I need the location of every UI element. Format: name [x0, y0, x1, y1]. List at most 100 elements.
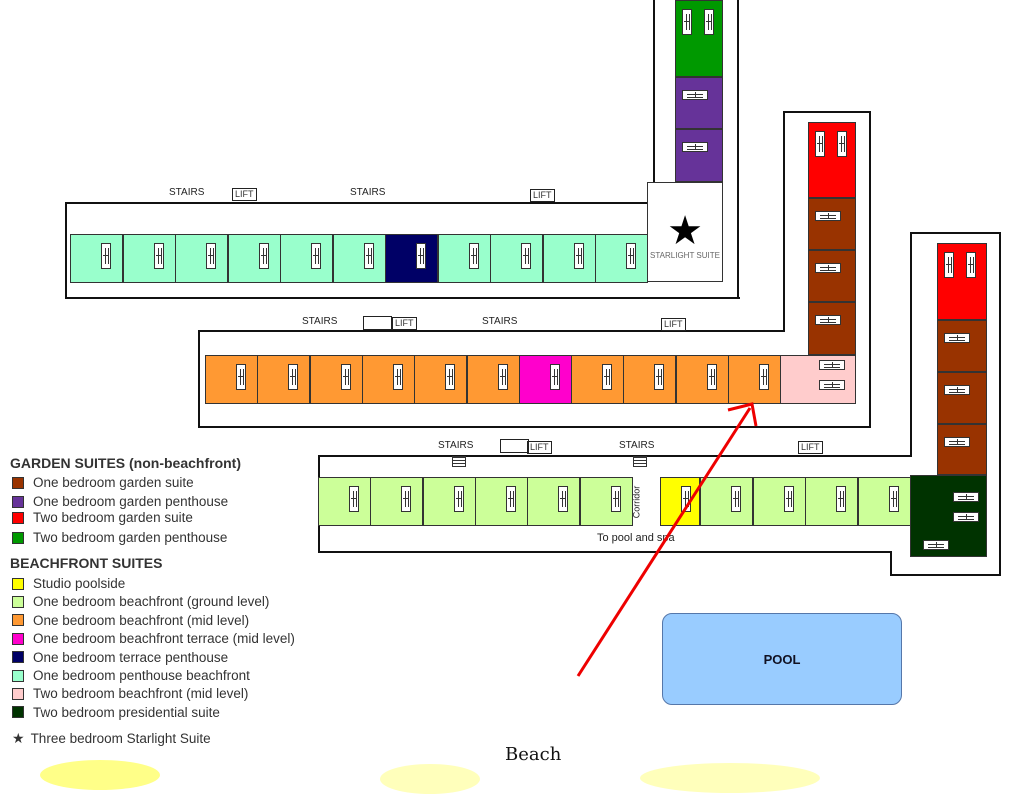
room-beach-2-mid[interactable] — [780, 355, 856, 404]
legend-item-garden-pent-2: Two bedroom garden penthouse — [12, 530, 227, 545]
room-beach-ground[interactable] — [370, 477, 424, 526]
starlight-logo: ★ — [667, 209, 703, 253]
room-beach-ground[interactable] — [422, 477, 476, 526]
room-beach-mid[interactable] — [257, 355, 311, 404]
bed-icon — [682, 9, 692, 35]
wall — [198, 330, 785, 332]
wall — [737, 0, 739, 299]
legend-item-garden-2: Two bedroom garden suite — [12, 510, 193, 525]
room-pent-beach[interactable] — [175, 234, 228, 283]
lift-label: LIFT — [798, 441, 823, 454]
room-pent-beach[interactable] — [122, 234, 176, 283]
room-garden-1[interactable] — [808, 250, 856, 302]
bed-icon — [392, 364, 403, 390]
legend-heading-beachfront: BEACHFRONT SUITES — [10, 555, 163, 571]
room-pent-beach[interactable] — [542, 234, 596, 283]
legend-item-beach-2-mid: Two bedroom beachfront (mid level) — [12, 686, 248, 701]
room-beach-terrace[interactable] — [518, 355, 572, 404]
star-icon: ★ — [12, 730, 25, 746]
room-beach-ground[interactable] — [857, 477, 911, 526]
bed-icon — [783, 486, 794, 512]
bed-icon — [836, 486, 846, 512]
room-beach-mid[interactable] — [571, 355, 625, 404]
legend-label: One bedroom beachfront (mid level) — [33, 612, 250, 628]
legend-label: One bedroom terrace penthouse — [33, 649, 229, 665]
room-beach-ground[interactable] — [579, 477, 633, 526]
room-terrace-pent[interactable] — [385, 234, 438, 283]
room-beach-mid[interactable] — [205, 355, 258, 404]
bed-icon — [610, 486, 621, 512]
bed-icon — [706, 364, 717, 390]
legend-swatch — [12, 632, 24, 645]
starlight-suite[interactable]: ★STARLIGHT SUITE — [647, 182, 723, 282]
bed-icon — [759, 364, 769, 390]
legend-item-beach-ground: One bedroom beachfront (ground level) — [12, 594, 269, 609]
bed-icon — [654, 364, 665, 390]
legend-swatch — [12, 495, 24, 508]
legend-label: One bedroom garden suite — [33, 475, 194, 490]
beach-label: Beach — [505, 744, 562, 765]
stairs-label: STAIRS — [438, 440, 474, 451]
lift-label: LIFT — [232, 188, 257, 201]
room-garden-1[interactable] — [808, 198, 856, 250]
wall — [653, 0, 655, 204]
bed-icon — [468, 243, 479, 269]
bed-icon — [704, 9, 714, 35]
room-garden-pent-1[interactable] — [675, 129, 723, 182]
lift-label: LIFT — [661, 318, 686, 331]
stairs-label: STAIRS — [169, 187, 205, 198]
legend-item-beach-mid: One bedroom beachfront (mid level) — [12, 613, 249, 628]
room-pent-beach[interactable] — [490, 234, 543, 283]
legend-label: Two bedroom garden penthouse — [33, 530, 228, 545]
bed-icon — [101, 243, 111, 269]
bed-icon — [505, 486, 516, 512]
wall — [318, 455, 912, 457]
room-beach-mid[interactable] — [675, 355, 729, 404]
room-beach-mid[interactable] — [728, 355, 781, 404]
room-beach-mid[interactable] — [623, 355, 677, 404]
legend-label: One bedroom beachfront (ground level) — [33, 594, 270, 610]
bed-icon — [445, 364, 456, 390]
legend-item-pent-beach: One bedroom penthouse beachfront — [12, 668, 250, 683]
bed-icon — [626, 243, 636, 269]
room-garden-1[interactable] — [937, 372, 987, 424]
to-pool-label: To pool and spa — [597, 532, 675, 544]
bed-icon — [349, 486, 359, 512]
legend-item-beach-terrace: One bedroom beachfront terrace (mid leve… — [12, 631, 295, 646]
pool-label: POOL — [763, 651, 801, 667]
room-pent-beach[interactable] — [437, 234, 491, 283]
bed-icon — [944, 252, 954, 278]
wall — [890, 574, 1000, 576]
legend-item-studio: Studio poolside — [12, 576, 125, 591]
stairs-label: STAIRS — [482, 316, 518, 327]
room-beach-ground[interactable] — [474, 477, 528, 526]
bed-icon — [815, 131, 825, 157]
wall — [65, 202, 655, 204]
lift-label: LIFT — [392, 317, 417, 330]
arrow-overlay — [576, 402, 758, 677]
pool: POOL — [662, 613, 902, 705]
lift-label: LIFT — [527, 441, 552, 454]
wall — [910, 232, 912, 457]
room-garden-pent-1[interactable] — [675, 77, 723, 129]
room-garden-1[interactable] — [937, 424, 987, 475]
room-pent-beach[interactable] — [70, 234, 123, 283]
legend-label: Two bedroom garden suite — [33, 510, 193, 525]
bed-icon — [311, 243, 321, 269]
room-garden-2[interactable] — [937, 243, 987, 320]
room-garden-1[interactable] — [937, 320, 987, 372]
room-garden-1[interactable] — [808, 302, 856, 355]
wall — [65, 297, 740, 299]
wall — [783, 111, 785, 332]
wall — [869, 111, 871, 428]
room-garden-2[interactable] — [808, 122, 856, 198]
bed-icon — [258, 243, 269, 269]
room-pent-beach[interactable] — [227, 234, 281, 283]
legend-swatch — [12, 511, 24, 524]
wall — [65, 202, 67, 299]
room-pent-beach[interactable] — [595, 234, 648, 283]
room-garden-pent-2[interactable] — [675, 0, 723, 77]
legend-swatch — [12, 595, 24, 608]
room-presidential[interactable] — [910, 475, 987, 557]
room-beach-ground[interactable] — [527, 477, 581, 526]
